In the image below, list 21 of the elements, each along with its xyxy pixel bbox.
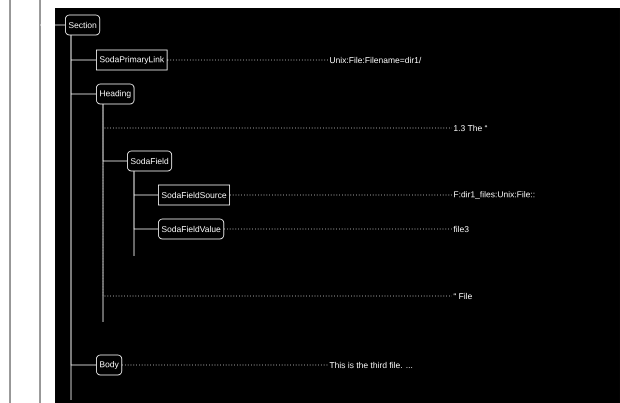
dotted-leader	[224, 228, 452, 230]
tree-node-box: SodaFieldValue	[158, 218, 224, 240]
value-text: This is the third file. ...	[330, 362, 412, 368]
tree-branch	[102, 104, 128, 162]
connector-line	[40, 24, 66, 26]
tree-branch	[134, 171, 158, 230]
tree-node-box: Heading	[96, 84, 134, 104]
tree-node-box: SodaPrimaryLink	[96, 50, 168, 70]
dotted-leader	[230, 194, 452, 196]
value-text: F:dir1_files:Unix:File::	[454, 191, 534, 199]
value-text: 1.3 The “	[454, 124, 488, 132]
value-text: Unix:File:Filename=dir1/	[330, 56, 422, 64]
dotted-leader	[102, 104, 452, 296]
tree-node-box: Body	[96, 354, 122, 376]
tree-node-box: Section	[65, 14, 100, 36]
dotted-leader	[122, 364, 328, 366]
tree-branch	[70, 35, 96, 366]
tree-node-box: SodaField	[127, 150, 172, 172]
value-text: file3	[454, 226, 469, 232]
tree-node-box: SodaFieldSource	[158, 184, 230, 206]
value-text: “ File	[454, 292, 472, 300]
